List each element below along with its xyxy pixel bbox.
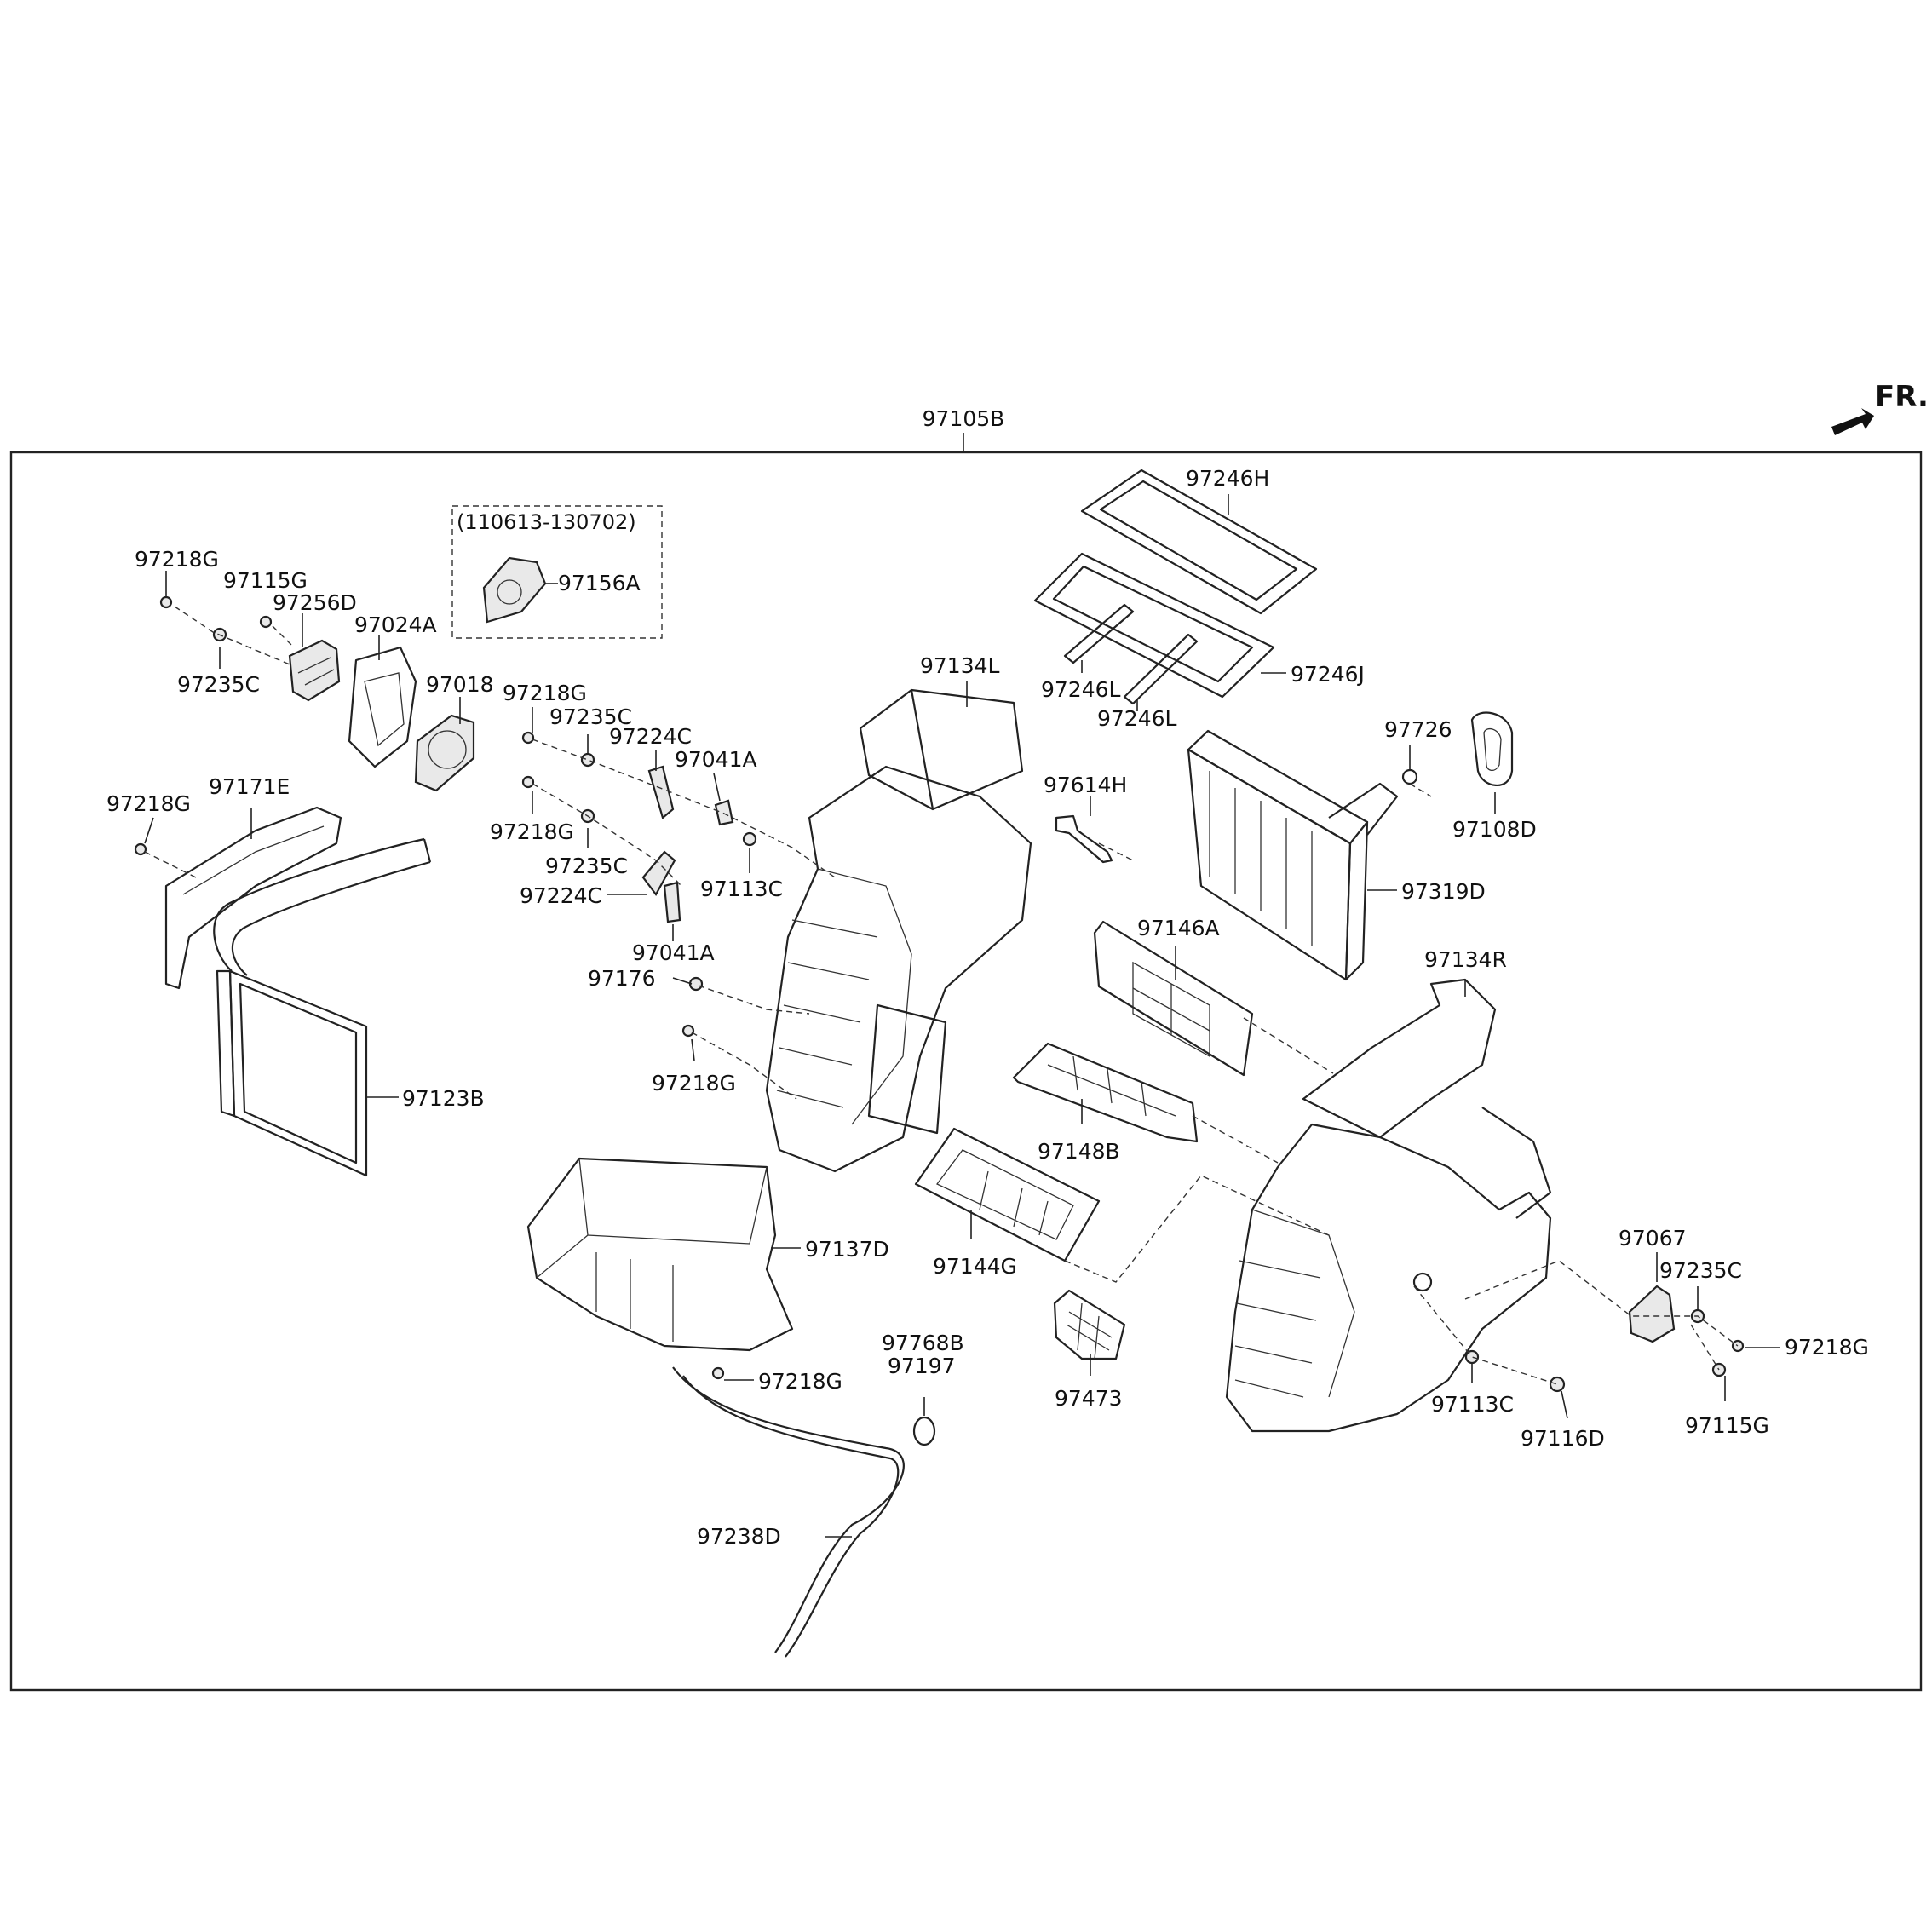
part-label: 97116D xyxy=(1521,1426,1605,1451)
part-label: 97115G xyxy=(223,568,308,593)
part-label: 97224C xyxy=(609,724,692,749)
lever-97224c-b xyxy=(641,850,676,897)
heater-core-97123b-drawing xyxy=(216,969,368,1177)
grille-97473-drawing xyxy=(1053,1289,1126,1360)
part-label: 97115G xyxy=(1685,1413,1769,1438)
part-label: 97218G xyxy=(503,681,587,705)
part-label: 97218G xyxy=(106,791,191,816)
part-label: 97171E xyxy=(209,774,290,799)
part-label: 97473 xyxy=(1055,1386,1123,1411)
part-label: 97146A xyxy=(1137,916,1220,940)
door-97146a-drawing xyxy=(1093,920,1254,1077)
date-range-label: (110613-130702) xyxy=(457,510,636,534)
filter-frame-97246h-drawing xyxy=(1080,469,1318,615)
actuator-97256d-drawing xyxy=(288,639,341,702)
case-97134l-drawing xyxy=(765,688,1032,1173)
case-97134r-drawing xyxy=(1225,978,1552,1433)
screw-97218g-d xyxy=(521,775,535,789)
drain-hose-97238d-drawing xyxy=(672,1366,905,1658)
part-label: 97224C xyxy=(520,883,602,908)
part-label: 97134L xyxy=(920,653,1000,678)
part-label: 97148B xyxy=(1038,1139,1120,1164)
part-label: 97256D xyxy=(273,590,357,615)
part-label: 97218G xyxy=(490,819,574,844)
part-label: 97018 xyxy=(426,672,494,697)
strip-97246l-b xyxy=(1123,633,1199,705)
part-label: 97235C xyxy=(549,704,632,729)
cam-97018-drawing xyxy=(414,714,475,792)
clip-97176 xyxy=(688,976,704,992)
part-label: 97319D xyxy=(1401,879,1486,904)
part-label: 97197 xyxy=(888,1354,956,1378)
strip-97246l-a xyxy=(1063,603,1135,664)
pin-97041a-a xyxy=(714,799,734,826)
assembly-lines xyxy=(144,606,1739,1385)
plate-97024a-drawing xyxy=(348,646,417,768)
actuator-97156a-drawing xyxy=(482,556,547,624)
part-label: 97235C xyxy=(545,854,628,878)
front-direction-label: FR. xyxy=(1875,380,1929,414)
part-label: 97614H xyxy=(1044,773,1127,797)
screw-97218g-c xyxy=(521,731,535,745)
part-label: 97144G xyxy=(933,1254,1017,1279)
screw-97218g-e xyxy=(681,1024,695,1038)
grommet-97197-drawing xyxy=(912,1416,936,1446)
part-label: 97123B xyxy=(402,1086,485,1111)
clip-97115g-a xyxy=(259,615,273,629)
lower-case-97137d-drawing xyxy=(526,1157,794,1352)
connector-97116d-drawing xyxy=(1549,1376,1566,1393)
filter-frame-97246j-drawing xyxy=(1033,552,1275,699)
screw-97218g-f xyxy=(711,1366,725,1380)
part-label: 97218G xyxy=(135,547,219,572)
part-label: 97067 xyxy=(1619,1226,1687,1251)
part-label: 97246J xyxy=(1291,662,1365,687)
evaporator-97319d-drawing xyxy=(1187,729,1399,981)
part-label: 97238D xyxy=(697,1524,781,1549)
part-label: 97726 xyxy=(1384,717,1452,742)
part-label: 97218G xyxy=(758,1369,842,1394)
leader-lines xyxy=(144,494,1780,1538)
part-label: 97176 xyxy=(588,966,656,991)
clip-97113c-a xyxy=(742,831,757,847)
sensor-97614h-drawing xyxy=(1055,814,1113,864)
part-drawings xyxy=(134,469,1745,1658)
part-labels: 97218G 97115G 97256D 97024A 97235C 97018… xyxy=(106,466,1869,1549)
assembly-frame xyxy=(9,451,1923,1692)
screw-97218g-b xyxy=(134,842,147,856)
screw-97218g-a xyxy=(159,595,173,609)
part-label: 97235C xyxy=(1659,1258,1742,1283)
part-label: 97218G xyxy=(652,1071,736,1095)
part-label: 97108D xyxy=(1452,817,1537,842)
part-label: 97113C xyxy=(700,877,783,901)
front-direction-indicator: FR. xyxy=(1831,380,1929,435)
part-label: 97235C xyxy=(177,672,260,697)
part-label: 97113C xyxy=(1431,1392,1514,1417)
door-97148b-drawing xyxy=(1012,1042,1199,1143)
nut-97235c-b xyxy=(580,752,595,768)
part-label: 97041A xyxy=(675,747,757,772)
part-label: 97137D xyxy=(805,1237,889,1262)
part-label: 97768B xyxy=(882,1331,964,1355)
frame-label: 97105B xyxy=(923,406,1005,431)
pin-97041a-b xyxy=(663,881,681,923)
part-label: 97024A xyxy=(354,612,437,637)
bracket-97171e-drawing xyxy=(164,806,342,990)
part-label: 97134R xyxy=(1424,947,1507,972)
date-range-box xyxy=(451,505,663,639)
part-label: 97041A xyxy=(632,940,715,965)
part-label: 97246L xyxy=(1041,677,1121,702)
front-arrow-icon xyxy=(1831,408,1874,435)
lever-97224c-a xyxy=(647,765,675,819)
part-label: 97246L xyxy=(1097,706,1177,731)
part-label: 97156A xyxy=(558,571,641,595)
gasket-97108d-drawing xyxy=(1470,711,1514,786)
part-label: 97218G xyxy=(1785,1335,1869,1360)
door-97144g-drawing xyxy=(914,1127,1101,1262)
oring-97726-drawing xyxy=(1401,768,1418,785)
actuator-97067-drawing xyxy=(1628,1285,1676,1343)
part-label: 97246H xyxy=(1186,466,1269,491)
pipes-97171e-drawing xyxy=(213,837,432,976)
